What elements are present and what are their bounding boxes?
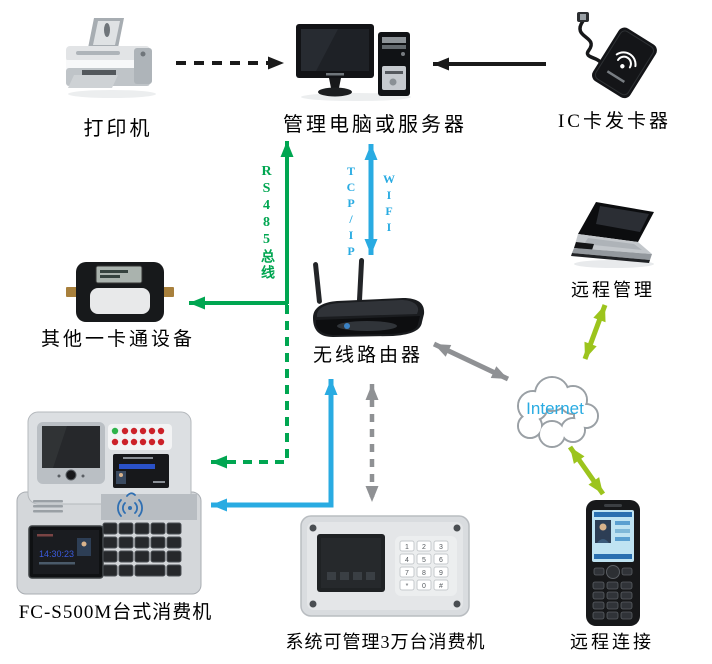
pos-led-panel (108, 424, 172, 450)
rfid-icon (117, 492, 143, 517)
wifi-icon (615, 51, 637, 69)
handheld-nav-key (606, 565, 620, 579)
handheld-image (586, 500, 640, 626)
arrow-internet-to-remote-management (582, 304, 608, 360)
svg-text:2: 2 (422, 544, 426, 551)
server-label: 管理电脑或服务器 (283, 114, 467, 136)
wifi-label: WIFI (382, 172, 396, 236)
pos-camera-lens (65, 469, 77, 481)
tcpip-label: TCP/IP (344, 164, 358, 260)
server-image (296, 24, 411, 101)
device-lcd (95, 265, 143, 284)
wall-terminal-image: 1 2 3 4 5 6 7 8 9 * 0 # (300, 515, 470, 617)
remote-management-label: 远程管理 (571, 280, 655, 300)
card-issuer-label: IC卡发卡器 (557, 111, 671, 132)
pos-machine-label: FC-S500M台式消费机 (18, 602, 213, 623)
svg-text:6: 6 (439, 557, 443, 564)
router-label: 无线路由器 (312, 345, 423, 366)
other-device-label: 其他一卡通设备 (40, 329, 195, 350)
arrow-router-to-internet (432, 341, 510, 382)
other-device-image (66, 262, 174, 322)
wall-terminal-label: 系统可管理3万台消费机 (285, 632, 486, 652)
antenna-right (356, 258, 365, 304)
svg-text:1: 1 (405, 544, 409, 551)
antenna-left (313, 262, 322, 304)
svg-text:7: 7 (405, 570, 409, 577)
internet-cloud (517, 376, 599, 448)
router-image (313, 258, 425, 337)
remote-connection-label: 远程连接 (570, 632, 654, 652)
printer-image (66, 18, 156, 98)
printer-label: 打印机 (83, 118, 153, 140)
svg-text:8: 8 (422, 570, 426, 577)
arrow-internet-to-remote-connection (567, 445, 606, 496)
svg-text:*: * (406, 583, 409, 590)
handheld-keypad (592, 581, 633, 620)
svg-text:4: 4 (405, 557, 409, 564)
svg-text:5: 5 (422, 557, 426, 564)
svg-text:3: 3 (439, 544, 443, 551)
pos-upper-screen (113, 454, 169, 488)
svg-text:9: 9 (439, 570, 443, 577)
arrow-rs485-to-pos (211, 305, 289, 469)
laptop-image (571, 202, 654, 268)
pos-screen-time: 14:30:23 (39, 549, 74, 559)
internet-label: Internet (526, 399, 584, 418)
svg-text:#: # (439, 583, 443, 590)
card-issuer-image (577, 12, 657, 99)
arrow-router-to-pos (211, 379, 338, 512)
rs485-bus-label: RS485总线 (259, 164, 274, 281)
pos-machine-image: 14:30:23 (16, 411, 202, 595)
svg-text:0: 0 (422, 583, 426, 590)
pos-keypad (102, 522, 182, 577)
